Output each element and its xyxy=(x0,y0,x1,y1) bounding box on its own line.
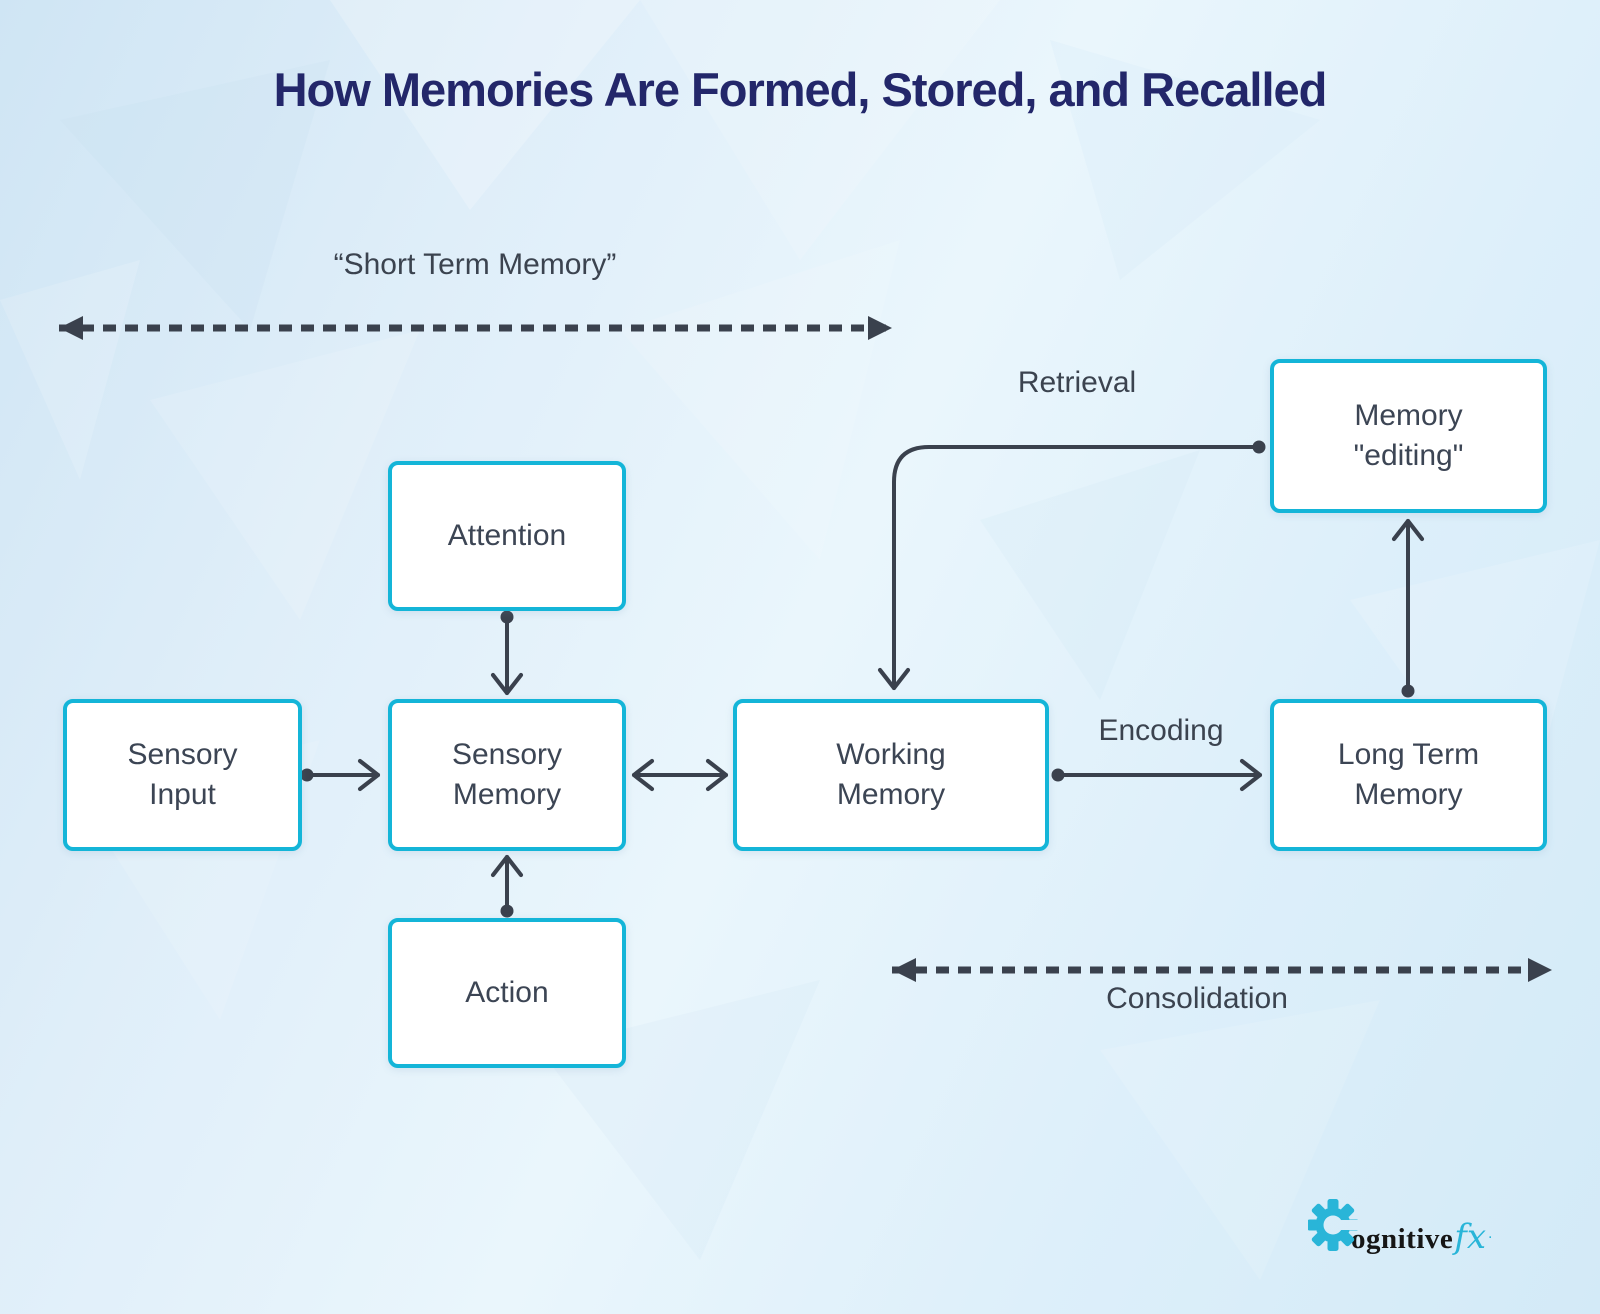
node-label-line: Input xyxy=(149,778,216,811)
node-label-line: Long Term xyxy=(1337,738,1480,771)
node-label-line: Action xyxy=(465,976,549,1009)
node-label-line: "editing" xyxy=(1353,439,1464,472)
node-label-line: Memory xyxy=(452,778,562,811)
node-attention: Attention xyxy=(388,461,626,611)
page-title: How Memories Are Formed, Stored, and Rec… xyxy=(273,63,1328,116)
node-label-line: Working xyxy=(836,738,946,771)
cognitivefx-logo: ognitive fx . xyxy=(1308,1190,1493,1257)
encoding-label: Encoding xyxy=(1098,714,1224,747)
node-label-line: Memory xyxy=(1354,399,1463,432)
node-action: Action xyxy=(388,918,626,1068)
gear-c-icon xyxy=(1308,1199,1359,1251)
retrieval-label: Retrieval xyxy=(1017,366,1137,399)
node-label-line: Sensory xyxy=(451,738,563,771)
node-label-line: Attention xyxy=(447,519,567,552)
node-sensory-memory: Sensory Memory xyxy=(388,699,626,851)
logo-wordmark: ognitive xyxy=(1351,1223,1454,1255)
logo-fx: fx xyxy=(1454,1217,1487,1257)
logo-trademark-dot: . xyxy=(1488,1225,1493,1242)
node-label-line: Memory xyxy=(836,778,946,811)
node-label-line: Sensory xyxy=(127,738,238,771)
node-label-line: Memory xyxy=(1354,778,1463,811)
node-sensory-input: Sensory Input xyxy=(63,699,302,851)
node-memory-editing: Memory "editing" xyxy=(1270,359,1547,513)
node-working-memory: Working Memory xyxy=(733,699,1049,851)
node-long-term-memory: Long Term Memory xyxy=(1270,699,1547,851)
short-term-memory-label: “Short Term Memory” xyxy=(333,248,617,281)
consolidation-label: Consolidation xyxy=(1106,982,1288,1015)
